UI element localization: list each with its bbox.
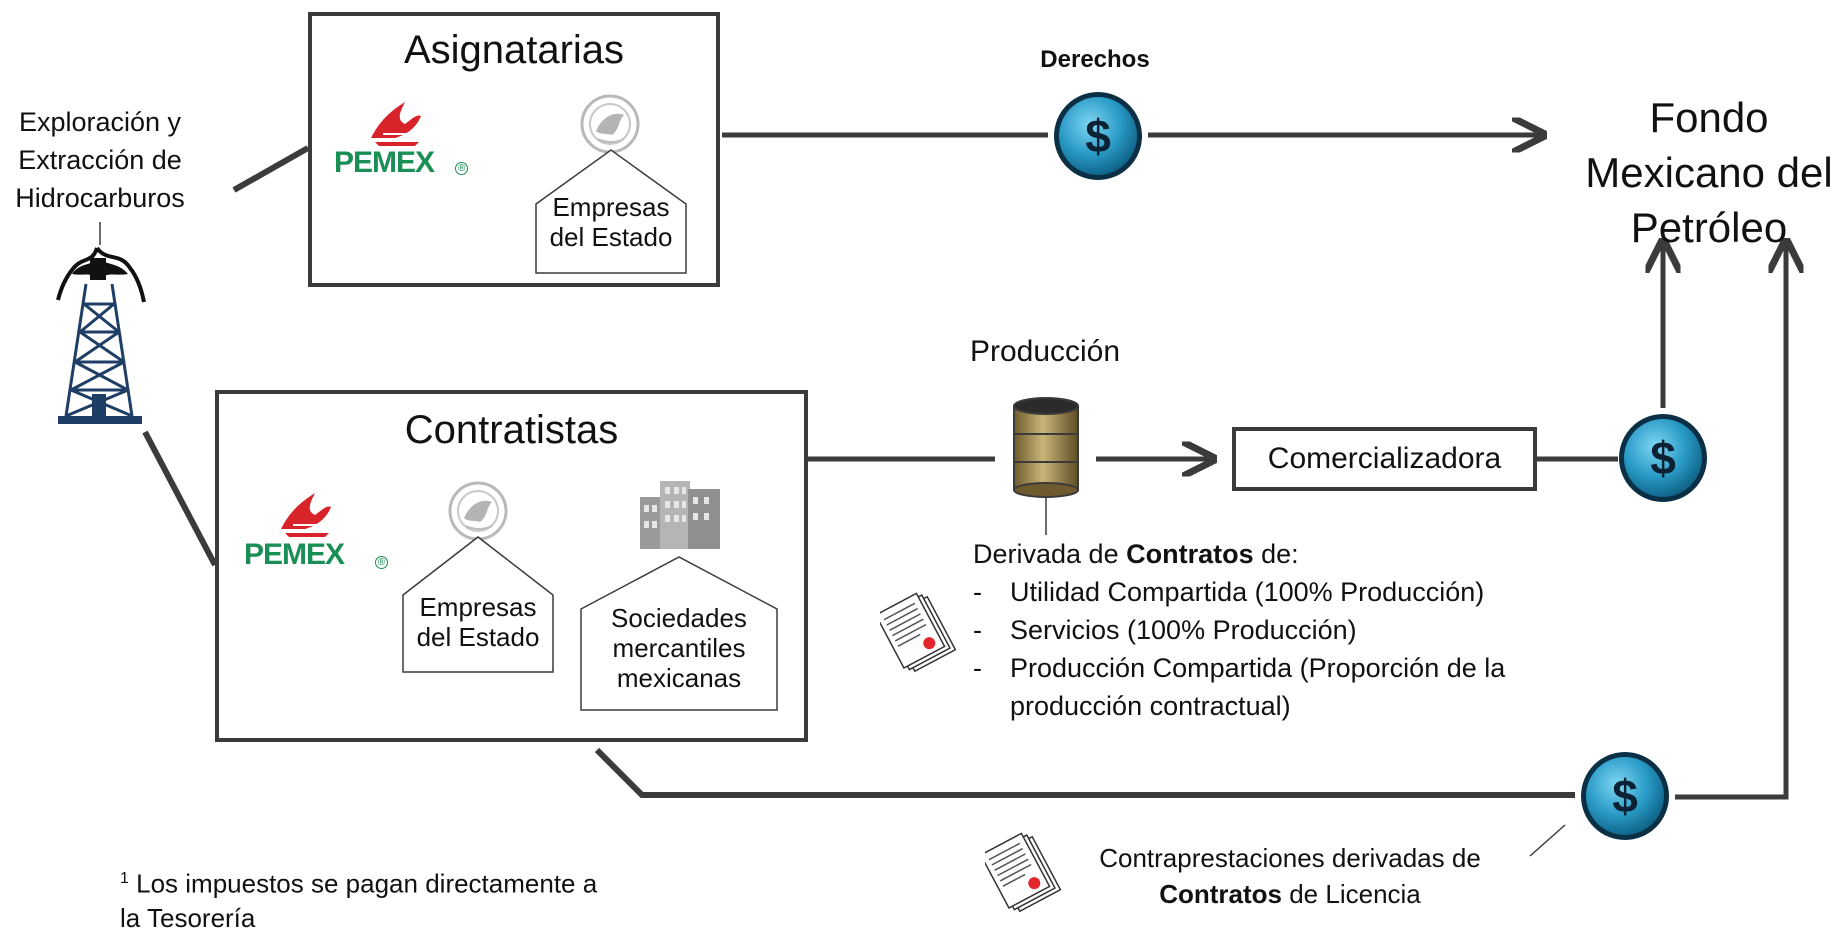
pemex-logo-text-2: PEMEX (244, 538, 345, 571)
footnote-text: Los impuestos se pagan directamente a (128, 868, 598, 899)
barrel-icon (1013, 397, 1079, 498)
arrow-licencia-fondo (1675, 245, 1786, 800)
licencia-coin-icon: $ (1581, 752, 1669, 840)
comercializadora-box: Comercializadora (1232, 427, 1537, 491)
contratos-bullet-1: - (973, 577, 982, 607)
licencia-label: Contraprestaciones derivadas de Contrato… (1070, 840, 1510, 912)
contratos-intro-pre: Derivada de (973, 539, 1127, 569)
fondo-line-3: Petróleo (1630, 204, 1788, 251)
empresas-estado-label-2: Empresas del Estado (402, 592, 554, 652)
connectors (99, 0, 1848, 857)
licencia-pointer (1529, 824, 1566, 857)
oil-rig-icon (56, 246, 146, 424)
pemex-logo-text: PEMEX (334, 146, 435, 179)
licencia-line-2: Contratos de Licencia (1070, 876, 1510, 912)
link-exploracion-contratistas (142, 430, 218, 567)
footnote-line-1: 1 Los impuestos se pagan directamente a (120, 862, 680, 901)
licencia-line-2-post: de Licencia (1282, 879, 1421, 909)
empresas-label-line-2: del Estado (549, 222, 673, 252)
sociedades-label: Sociedades mercantiles mexicanas (580, 603, 778, 693)
contratos-intro-post: de: (1253, 539, 1299, 569)
empresas-estado-house-2 (402, 536, 554, 673)
contract-document-icon-2 (985, 832, 1062, 912)
contratos-bullet-2: - (973, 615, 982, 645)
comercializadora-coin-icon: $ (1619, 414, 1707, 502)
derechos-coin-icon: $ (1054, 92, 1142, 180)
link-exploracion-asignatarias (232, 145, 310, 193)
empresas2-line-2: del Estado (416, 622, 540, 652)
mexican-seal-icon (580, 94, 640, 154)
footnote: 1 Los impuestos se pagan directamente a … (120, 862, 680, 935)
exploracion-label: Exploración y Extracción de Hidrocarburo… (0, 103, 200, 217)
contratos-item-produccion-compartida: Producción Compartida (Proporción de la (1010, 653, 1506, 683)
licencia-dollar-symbol: $ (1612, 770, 1638, 822)
derechos-dollar-symbol: $ (1085, 110, 1111, 162)
empresas-estado-label-1: Empresas del Estado (535, 192, 687, 252)
contratos-item-servicios: Servicios (100% Producción) (1010, 615, 1357, 645)
fondo-line-2: Mexicano del (1585, 149, 1833, 196)
footnote-marker: 1 (120, 870, 129, 887)
exploracion-line-3: Hidrocarburos (15, 183, 185, 213)
sociedades-line-1: Sociedades (611, 603, 747, 633)
sociedades-house (580, 556, 778, 711)
sociedades-line-2: mercantiles (612, 633, 746, 663)
fondo-line-1: Fondo (1649, 94, 1769, 141)
pemex-eagle-icon (371, 102, 421, 146)
contratistas-title: Contratistas (404, 408, 619, 452)
empresas-label-line-1: Empresas (552, 192, 670, 222)
exploracion-line-1: Exploración y (18, 107, 182, 137)
link-contratistas-licencia (594, 747, 1575, 798)
registered-icon: ® (455, 162, 468, 175)
licencia-line-2-bold: Contratos (1159, 879, 1282, 909)
buildings-icon (640, 481, 720, 549)
footnote-line-2: la Tesorería (120, 902, 256, 933)
fondo-label: Fondo Mexicano del Petróleo (1570, 90, 1848, 255)
empresas-estado-house-1 (535, 149, 687, 274)
empresas2-line-1: Empresas (419, 592, 537, 622)
derechos-label: Derechos (1040, 46, 1150, 73)
contratos-intro-bold: Contratos (1126, 539, 1254, 569)
exploracion-line-2: Extracción de (18, 145, 182, 175)
contratos-bullet-3: - (973, 653, 982, 683)
asignatarias-title: Asignatarias (403, 28, 625, 72)
contratos-item-produccion-cont: producción contractual) (1010, 691, 1291, 721)
contratos-item-utilidad: Utilidad Compartida (100% Producción) (1010, 577, 1485, 607)
mexican-seal-icon-2 (448, 481, 508, 541)
contratos-intro: Derivada de Contratos de: (973, 535, 1593, 573)
registered-icon-2: ® (375, 556, 388, 569)
sociedades-line-3: mexicanas (616, 663, 742, 693)
licencia-line-1: Contraprestaciones derivadas de (1099, 843, 1481, 873)
pemex-eagle-icon-2 (281, 493, 331, 537)
produccion-label: Producción (969, 335, 1121, 368)
comercializadora-dollar-symbol: $ (1650, 432, 1676, 484)
contract-document-icon (880, 592, 957, 673)
